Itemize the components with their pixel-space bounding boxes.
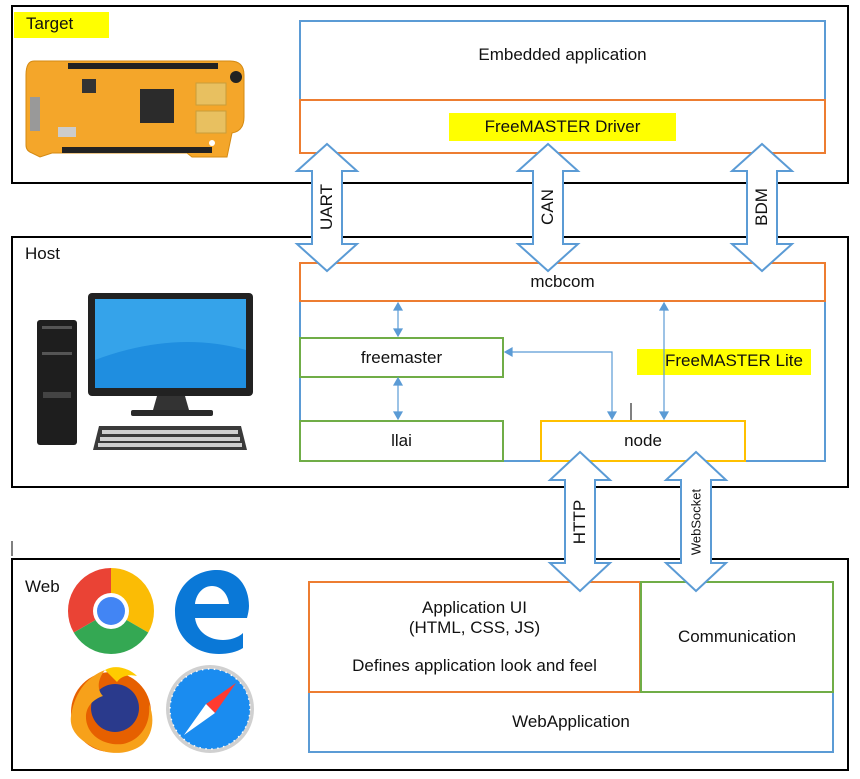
freemaster-box: freemaster — [299, 337, 504, 378]
communication-box: Communication — [640, 581, 834, 693]
chrome-icon — [67, 568, 155, 655]
can-label: CAN — [538, 189, 557, 225]
web-label: Web — [25, 577, 60, 596]
webapplication-box: WebApplication — [512, 712, 630, 731]
freemaster-driver-label: FreeMASTER Driver — [448, 112, 677, 141]
desktop-computer-icon — [37, 293, 253, 450]
target-label: Target — [14, 12, 110, 38]
edge-icon — [175, 570, 249, 654]
application-ui-description: Defines application look and feel — [352, 656, 597, 675]
uart-label: UART — [317, 184, 336, 230]
web-section — [11, 558, 849, 771]
uart-arrow — [294, 142, 360, 273]
application-ui-tech: (HTML, CSS, JS) — [408, 618, 541, 637]
freemaster-node-link — [510, 351, 613, 414]
llai-box: llai — [299, 420, 504, 462]
dev-board-icon — [25, 60, 245, 158]
http-label: HTTP — [570, 499, 589, 545]
bdm-arrow — [729, 142, 795, 273]
freemaster-driver-box: FreeMASTER Driver — [299, 99, 826, 154]
embedded-application-box: Embedded application — [478, 45, 647, 64]
freemaster-lite-label: FreeMASTER Lite — [637, 349, 811, 375]
mcbcom-box: mcbcom — [299, 262, 826, 302]
target-section — [11, 5, 849, 184]
can-arrow — [515, 142, 581, 273]
safari-icon — [166, 665, 254, 753]
application-ui-title: Application UI — [422, 598, 527, 617]
node-box: node — [540, 420, 746, 462]
websocket-label: WebSocket — [688, 488, 704, 556]
http-arrow — [547, 450, 613, 593]
firefox-icon — [70, 667, 153, 753]
host-label: Host — [25, 244, 60, 263]
websocket-arrow — [663, 450, 729, 593]
host-section — [11, 236, 849, 488]
bdm-label: BDM — [752, 188, 771, 226]
